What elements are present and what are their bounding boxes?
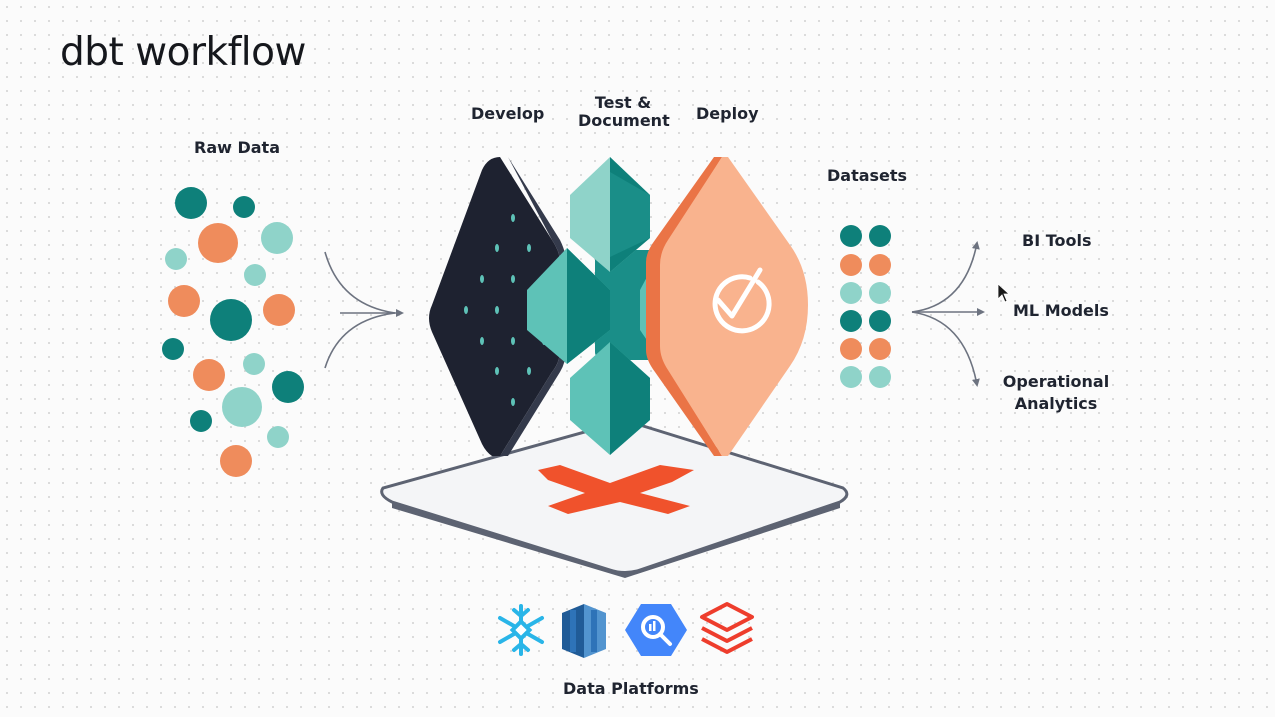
bi-tools-label: BI Tools: [1022, 231, 1092, 250]
deploy-diamond: [646, 157, 808, 456]
check-circle-icon: [712, 267, 772, 334]
raw-data-bubble: [193, 359, 225, 391]
raw-data-bubble: [220, 445, 252, 477]
raw-data-bubble: [198, 223, 238, 263]
data-platforms-label: Data Platforms: [563, 679, 699, 698]
dataset-dot: [869, 282, 891, 304]
bigquery-icon: [625, 604, 687, 656]
dataset-dot: [869, 225, 891, 247]
raw-data-bubble: [243, 353, 265, 375]
redshift-icon: [562, 604, 606, 658]
raw-data-bubble: [267, 426, 289, 448]
test-document-label-line2: Document: [578, 111, 670, 130]
test-document-label-line1: Test &: [594, 93, 652, 112]
operational-analytics-label-line1: Operational: [1002, 372, 1110, 391]
raw-data-bubble: [165, 248, 187, 270]
databricks-icon: [700, 602, 754, 654]
raw-data-bubble: [168, 285, 200, 317]
raw-data-bubble: [162, 338, 184, 360]
raw-data-bubble: [233, 196, 255, 218]
raw-data-bubble: [222, 387, 262, 427]
dataset-dot: [840, 338, 862, 360]
raw-data-bubble: [272, 371, 304, 403]
raw-data-bubble: [190, 410, 212, 432]
dataset-dot: [840, 254, 862, 276]
raw-data-bubble: [210, 299, 252, 341]
raw-data-bubbles: [162, 187, 304, 477]
test-document-label: Test & Document: [578, 93, 670, 130]
raw-data-label: Raw Data: [194, 138, 280, 157]
operational-analytics-label-line2: Analytics: [1014, 394, 1098, 413]
test-document-blocks: [527, 157, 672, 455]
dataset-dot: [869, 254, 891, 276]
dataset-dot: [869, 338, 891, 360]
dataset-dot: [840, 282, 862, 304]
mouse-cursor-icon: [997, 283, 1011, 303]
deploy-label: Deploy: [696, 104, 759, 123]
dataset-dot: [840, 366, 862, 388]
dataset-dot: [840, 225, 862, 247]
page-title: dbt workflow: [60, 30, 306, 75]
dataset-dot: [869, 366, 891, 388]
datasets-label: Datasets: [827, 166, 908, 185]
snowflake-icon: [498, 604, 544, 656]
dataset-dot: [840, 310, 862, 332]
input-arrow: [324, 251, 404, 369]
raw-data-bubble: [261, 222, 293, 254]
dbt-logo-icon: [538, 465, 694, 514]
raw-data-bubble: [263, 294, 295, 326]
raw-data-bubble: [244, 264, 266, 286]
ml-models-label: ML Models: [1013, 301, 1109, 320]
develop-label: Develop: [471, 104, 545, 123]
raw-data-bubble: [175, 187, 207, 219]
operational-analytics-label: Operational Analytics: [1002, 373, 1110, 413]
dataset-dot: [869, 310, 891, 332]
output-arrows: [911, 241, 985, 387]
dataset-dots: [840, 225, 891, 388]
